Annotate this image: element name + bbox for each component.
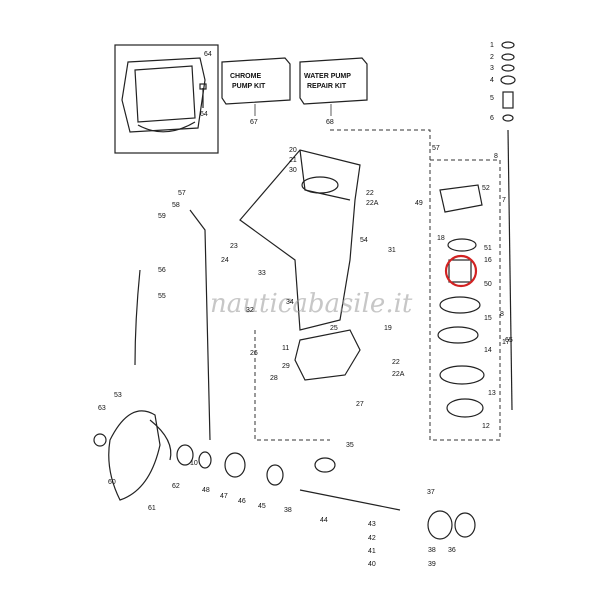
- part-label: 45: [258, 503, 266, 510]
- part-label: 57: [432, 145, 440, 152]
- part-label: 34: [286, 299, 294, 306]
- kit-number: 68: [326, 119, 334, 126]
- part-label: 55: [158, 293, 166, 300]
- part-label: 47: [220, 493, 228, 500]
- part-label: 37: [427, 489, 435, 496]
- part-label: 56: [158, 267, 166, 274]
- kit-label: REPAIR KIT: [307, 83, 347, 90]
- part-label: 7: [502, 197, 506, 204]
- top-hardware-stack: [500, 41, 516, 122]
- part-label: 16: [484, 257, 492, 264]
- assembly-outline: [254, 129, 501, 441]
- gearcase-housing: [239, 149, 361, 381]
- part-label: 4: [490, 77, 494, 84]
- part-label: 33: [258, 270, 266, 277]
- watermark: nauticabasile.it: [210, 289, 413, 319]
- part-label: 46: [238, 498, 246, 505]
- part-label: 44: [320, 517, 328, 524]
- part-label: 15: [484, 315, 492, 322]
- part-label: 64: [204, 51, 212, 58]
- part-label: 49: [415, 200, 423, 207]
- part-label: 62: [172, 483, 180, 490]
- kit-label: CHROME: [230, 73, 261, 80]
- part-label: 22A: [366, 200, 379, 207]
- part-label: 50: [484, 281, 492, 288]
- chrome-pump-kit-box: CHROME PUMP KIT 67: [221, 57, 291, 126]
- part-label: 6: [490, 115, 494, 122]
- part-label: 26: [250, 350, 258, 357]
- part-label: 2: [490, 54, 494, 61]
- part-label: 31: [388, 247, 396, 254]
- part-label: 1: [490, 42, 494, 49]
- propeller: [93, 410, 172, 501]
- part-label: 38: [284, 507, 292, 514]
- part-label: 10: [190, 460, 198, 467]
- part-label: 11: [282, 345, 289, 352]
- part-label: 27: [356, 401, 364, 408]
- part-label: 43: [368, 521, 376, 528]
- part-label: 12: [482, 423, 490, 430]
- part-label: 22A: [392, 371, 405, 378]
- shift-rod-lower: [134, 269, 141, 366]
- kit-number: 67: [250, 119, 258, 126]
- part-label: 23: [230, 243, 238, 250]
- part-label: 52: [482, 185, 490, 192]
- part-label: 17: [502, 339, 510, 346]
- part-label: 8: [500, 311, 504, 318]
- part-label: 57: [178, 190, 186, 197]
- part-labels: 1 2 3 4 5 6 7 8 10 11 12 13 14 15 16 17 …: [98, 42, 513, 568]
- part-label: 65: [505, 337, 513, 344]
- part-label: 14: [484, 347, 492, 354]
- part-label: 48: [202, 487, 210, 494]
- part-label: 60: [108, 479, 116, 486]
- part-label: 40: [368, 561, 376, 568]
- part-label: 36: [448, 547, 456, 554]
- part-label: 59: [158, 213, 166, 220]
- part-label: 51: [484, 245, 492, 252]
- water-pump-repair-kit-box: WATER PUMP REPAIR KIT 68: [299, 57, 368, 126]
- water-pump-stack: [437, 184, 485, 418]
- part-label: 63: [98, 405, 106, 412]
- part-label: 28: [270, 375, 278, 382]
- part-label: 19: [384, 325, 392, 332]
- part-label: 42: [368, 535, 376, 542]
- part-label: 5: [490, 95, 494, 102]
- part-label: 61: [148, 505, 156, 512]
- part-label: 18: [437, 235, 445, 242]
- part-label: 54: [360, 237, 368, 244]
- highlight-circle: [444, 254, 478, 288]
- part-label: 25: [330, 325, 338, 332]
- part-label: 58: [172, 202, 180, 209]
- part-label: 8: [494, 153, 498, 160]
- part-label: 13: [488, 390, 496, 397]
- part-label: 53: [114, 392, 122, 399]
- drive-shaft: [507, 129, 513, 411]
- part-label: 29: [282, 363, 290, 370]
- part-label: 64: [200, 111, 208, 118]
- part-label: 24: [221, 257, 229, 264]
- kit-label: WATER PUMP: [304, 73, 351, 80]
- part-label: 3: [490, 65, 494, 72]
- bearing-stack: [176, 444, 476, 540]
- part-label: 32: [246, 307, 254, 314]
- part-label: 41: [368, 548, 376, 555]
- part-label: 39: [428, 561, 436, 568]
- shift-rod: [189, 209, 211, 441]
- part-label: 22: [392, 359, 400, 366]
- housing-detail-inset: [114, 44, 219, 154]
- part-label: 22: [366, 190, 374, 197]
- part-label: 35: [346, 442, 354, 449]
- part-label: 30: [289, 167, 297, 174]
- part-label: 20: [289, 147, 297, 154]
- kit-label: PUMP KIT: [232, 83, 266, 90]
- propeller-shaft: [299, 489, 401, 511]
- part-label: 38: [428, 547, 436, 554]
- part-label: 21: [289, 157, 297, 164]
